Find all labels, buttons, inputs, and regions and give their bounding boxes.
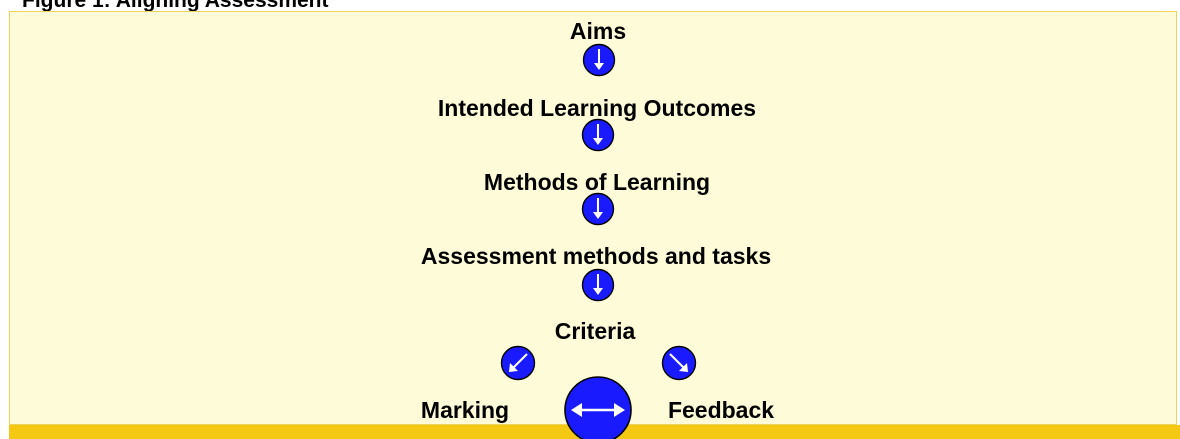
arrow-down-left-icon: [500, 345, 536, 381]
stage-assessment-methods-and-tasks: Assessment methods and tasks: [420, 243, 772, 269]
figure-title: Figure 1: Aligning Assessment: [22, 0, 329, 12]
arrow-down-icon: [581, 118, 615, 152]
stage-intended-learning-outcomes: Intended Learning Outcomes: [437, 95, 757, 121]
arrow-down-icon: [581, 268, 615, 302]
arrow-down-right-icon: [661, 345, 697, 381]
stage-feedback: Feedback: [667, 397, 775, 423]
arrow-down-icon: [581, 192, 615, 226]
double-arrow-icon: [564, 376, 632, 439]
stage-criteria: Criteria: [554, 318, 636, 344]
stage-methods-of-learning: Methods of Learning: [483, 169, 711, 195]
stage-aims: Aims: [569, 18, 627, 44]
arrow-down-icon: [582, 43, 616, 77]
stage-marking: Marking: [420, 397, 510, 423]
